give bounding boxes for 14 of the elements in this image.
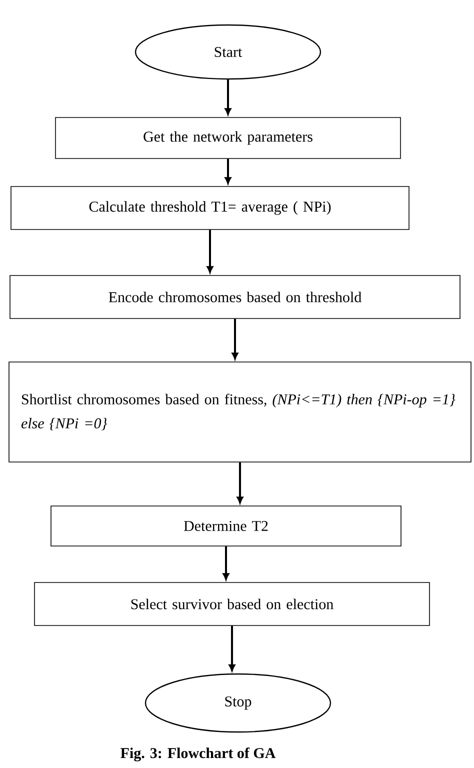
process-box: Calculate threshold T1= average ( NPi) (10, 186, 410, 230)
process-box: Shortlist chromosomes based on fitness, (NPi<=T1) then {NPi-op =1} else {NPi =0} (8, 362, 472, 462)
arrow (206, 230, 214, 273)
arrow (224, 80, 232, 115)
arrow (232, 318, 238, 360)
arrow (224, 158, 232, 184)
process-box: Get the network parameters (55, 117, 401, 159)
process-box: Select survivor based on election (34, 582, 430, 626)
arrow (236, 462, 244, 504)
process-box: Determine T2 (50, 506, 402, 546)
figure-caption: Fig. 3: Flowchart of GA (120, 747, 276, 762)
arrow (228, 626, 236, 672)
process-box: Encode chromosomes based on threshold (10, 275, 460, 319)
arrow (222, 546, 230, 580)
